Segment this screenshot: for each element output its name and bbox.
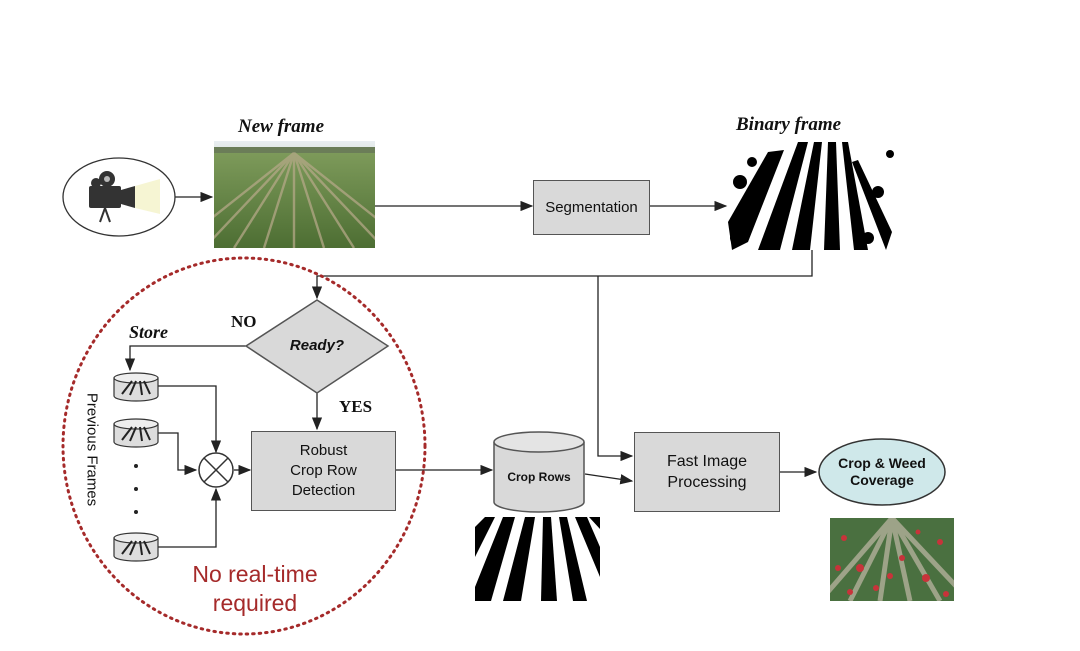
crop-rows-label: Crop Rows [507, 470, 571, 484]
coverage-line-1: Crop & Weed [838, 455, 926, 471]
robust-line-1: Robust [299, 442, 348, 459]
new-frame-image [214, 141, 375, 248]
binary-frame-image [728, 142, 896, 250]
robust-line-3: Detection [291, 482, 356, 499]
fast-line-2: Processing [667, 474, 747, 491]
coverage-line-2: Coverage [850, 472, 914, 488]
robust-detection-node: Robust Crop Row Detection [251, 431, 396, 511]
no-realtime-note: No real-time required [150, 560, 360, 618]
arrow-prev3-to-mult [158, 487, 222, 548]
ready-decision [244, 299, 390, 394]
ready-label: Ready? [289, 337, 345, 354]
fast-processing-node: Fast Image Processing [634, 432, 780, 512]
segmentation-node: Segmentation [533, 180, 650, 235]
arrow-croprows-to-fast [584, 473, 634, 485]
arrow-prev2-to-mult [158, 432, 198, 476]
database-icon [113, 532, 159, 562]
arrow-binary-feedback [311, 250, 813, 300]
yes-label: YES [339, 397, 373, 416]
ellipsis-dots [134, 464, 138, 514]
coverage-image [830, 518, 954, 601]
no-label: NO [231, 312, 257, 331]
new-frame-title: New frame [238, 116, 325, 137]
no-realtime-line-2: required [212, 590, 298, 616]
arrow-prev1-to-mult [158, 385, 222, 454]
database-icon [113, 418, 159, 448]
crop-rows-image [475, 517, 600, 601]
arrow-binary-to-fast [597, 276, 634, 462]
no-realtime-line-1: No real-time [192, 561, 318, 587]
coverage-output [818, 438, 946, 506]
robust-line-2: Crop Row [290, 462, 357, 479]
binary-frame-title: Binary frame [736, 114, 842, 135]
segmentation-label: Segmentation [545, 199, 638, 216]
arrow-ready-to-store [124, 345, 246, 372]
multiplier-icon [198, 452, 234, 488]
fast-line-1: Fast Image [666, 453, 748, 470]
previous-frames-label: Previous Frames [83, 392, 101, 507]
database-icon [113, 372, 159, 402]
video-camera-icon [89, 171, 160, 223]
coverage-label: Crop & Weed Coverage [819, 455, 945, 489]
crop-rows-database [493, 431, 585, 513]
store-label: Store [129, 322, 169, 342]
offline-region [61, 256, 427, 636]
